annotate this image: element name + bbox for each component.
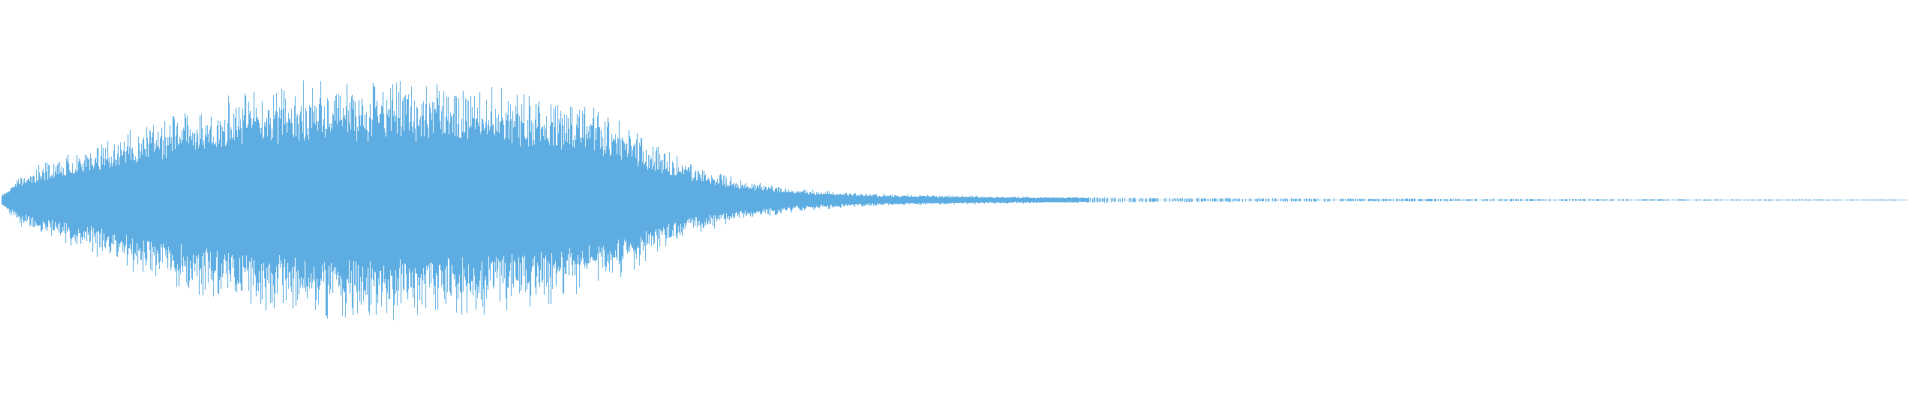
- waveform-samples: [1, 80, 1906, 321]
- waveform-path: [1, 80, 1906, 321]
